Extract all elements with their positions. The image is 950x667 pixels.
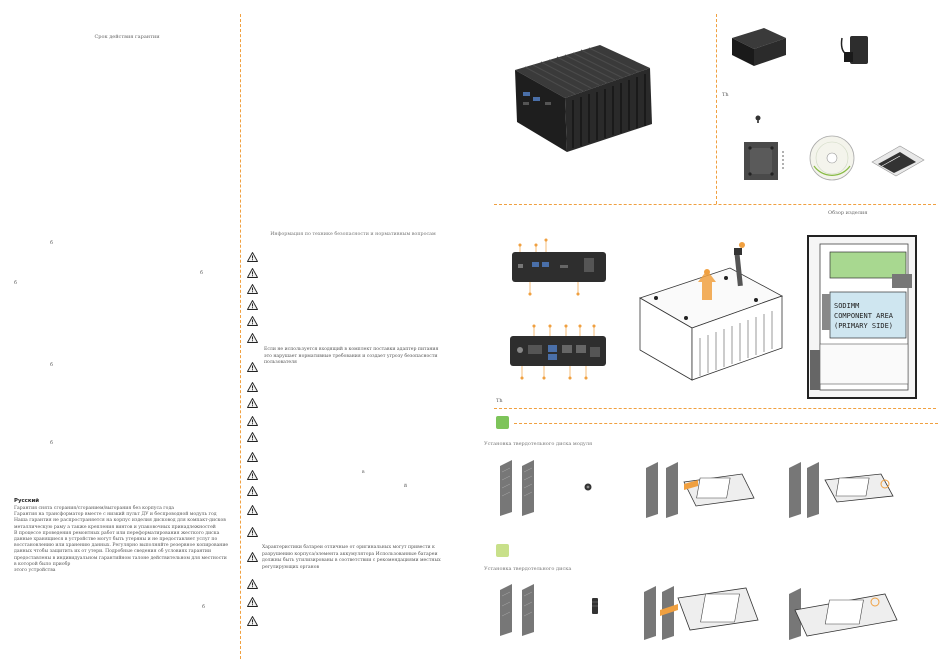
vesa-bracket-photo <box>744 142 784 180</box>
standoff-icon <box>584 483 592 491</box>
step-2-badge <box>496 544 509 557</box>
warning-icon <box>247 552 258 562</box>
note-line: это нарушает нормативные требования и со… <box>264 353 438 359</box>
stray-mark: б <box>50 362 54 368</box>
warning-icon <box>247 470 258 480</box>
safety-note: в <box>362 470 365 475</box>
warranty-line: этого устройства <box>14 567 56 573</box>
safety-note: й <box>404 484 408 489</box>
safety-note: Характеристики батареи отличные от ориги… <box>262 545 472 572</box>
stray-mark: б <box>200 270 204 276</box>
note-line: разрушению корпуса/элемента аккумулятора… <box>262 551 438 557</box>
note-line: регулирующих органов <box>262 564 320 570</box>
warranty-line: В процессе проведения ремонтных работ ил… <box>14 530 220 536</box>
note-line: Характеристики батареи отличные от ориги… <box>262 545 435 550</box>
warranty-line: Наша гарантия не распространяется на кор… <box>14 518 226 524</box>
board-label-line: SODIMM <box>834 302 859 310</box>
warning-icon <box>247 505 258 515</box>
warning-icon <box>247 452 258 462</box>
board-label-line: COMPONENT AREA <box>834 312 894 320</box>
mini-pc-small-photo <box>732 28 786 66</box>
warranty-line: восстановлению или хранению данных. Регу… <box>14 543 229 549</box>
step-1-badge <box>496 416 509 429</box>
step-2-rails-diagram <box>500 584 534 636</box>
warranty-line: данных чтобы защитить их от утери. Подро… <box>14 549 212 555</box>
warning-icon <box>247 398 258 408</box>
safety-note: Если не используется входящий в комплект… <box>264 347 464 367</box>
front-panel-diagram <box>512 238 606 296</box>
warning-icon <box>247 579 258 589</box>
power-adapter-photo <box>840 36 868 64</box>
warning-icon <box>247 362 258 372</box>
warning-icon <box>247 382 258 392</box>
warning-icon <box>247 527 258 537</box>
warranty-line: предоставлены в индивидуальном гарантийн… <box>14 555 227 561</box>
stray-mark: б <box>50 240 54 246</box>
step-1-bar <box>514 423 938 424</box>
step-1-screw-diagram <box>789 462 894 518</box>
step-2-title: Установка твердотельного диска <box>484 566 572 572</box>
warranty-title: Срок действия гарантии <box>94 34 160 40</box>
step-2-insert-diagram <box>644 586 759 640</box>
warning-icon <box>247 597 258 607</box>
warning-icon <box>247 333 258 343</box>
product-overview-title: Обзор изделия <box>828 210 868 216</box>
warranty-russian-block: Русский Гарантия снята сгорания/сгорание… <box>14 498 234 574</box>
language-heading: Русский <box>14 498 40 504</box>
mini-pc-photo <box>515 45 652 152</box>
step-1-rails-diagram <box>500 460 534 516</box>
warranty-line: данные хранящиеся в устройстве могут быт… <box>14 536 218 542</box>
screw-photo <box>755 115 761 123</box>
warning-icon <box>247 486 258 496</box>
warning-icon <box>247 268 258 278</box>
column-divider-2 <box>716 14 717 204</box>
warning-icon <box>247 416 258 426</box>
manual-photo <box>871 145 925 177</box>
warning-icon <box>247 252 258 262</box>
warning-icon <box>247 300 258 310</box>
stray-mark: б <box>50 440 54 446</box>
warning-icon <box>247 284 258 294</box>
box-contents-header: Th <box>722 92 729 98</box>
step-2-screw-diagram <box>789 588 898 640</box>
note-line: должны быть утилизированы в соответствии… <box>262 558 441 564</box>
overview-footnote: Th <box>496 398 503 404</box>
warning-icon <box>247 616 258 626</box>
note-line: пользователя <box>264 360 297 366</box>
warning-icon <box>247 432 258 442</box>
note-line: Если не используется входящий в комплект… <box>264 347 439 352</box>
screw-icon <box>592 598 598 614</box>
warning-icon <box>247 316 258 326</box>
stray-mark: б <box>14 280 18 286</box>
warranty-line: металлическую раму а также крепления вин… <box>14 524 216 530</box>
board-label-line: (PRIMARY SIDE) <box>834 322 893 330</box>
step-1-insert-diagram <box>646 462 755 518</box>
step-1-title: Установка твердотельного диска модуля <box>484 441 593 447</box>
stray-mark: б <box>202 604 206 610</box>
internal-board-diagram: SODIMM COMPONENT AREA (PRIMARY SIDE) <box>807 235 917 399</box>
rear-panel-diagram <box>510 324 606 380</box>
row-divider-1 <box>494 204 936 205</box>
safety-title: Информация по технике безопасности и нор… <box>270 232 436 237</box>
warranty-line: Гарантия снята сгорания/сгоранием/выгора… <box>14 506 175 511</box>
driver-disc-photo <box>809 135 855 181</box>
warranty-line: Гарантия на трансформатор вместе с низки… <box>14 512 217 518</box>
row-divider-2 <box>494 408 936 409</box>
warranty-line: в которой было приобр <box>14 561 71 567</box>
column-divider-1 <box>240 14 241 659</box>
open-case-diagram <box>639 242 783 381</box>
